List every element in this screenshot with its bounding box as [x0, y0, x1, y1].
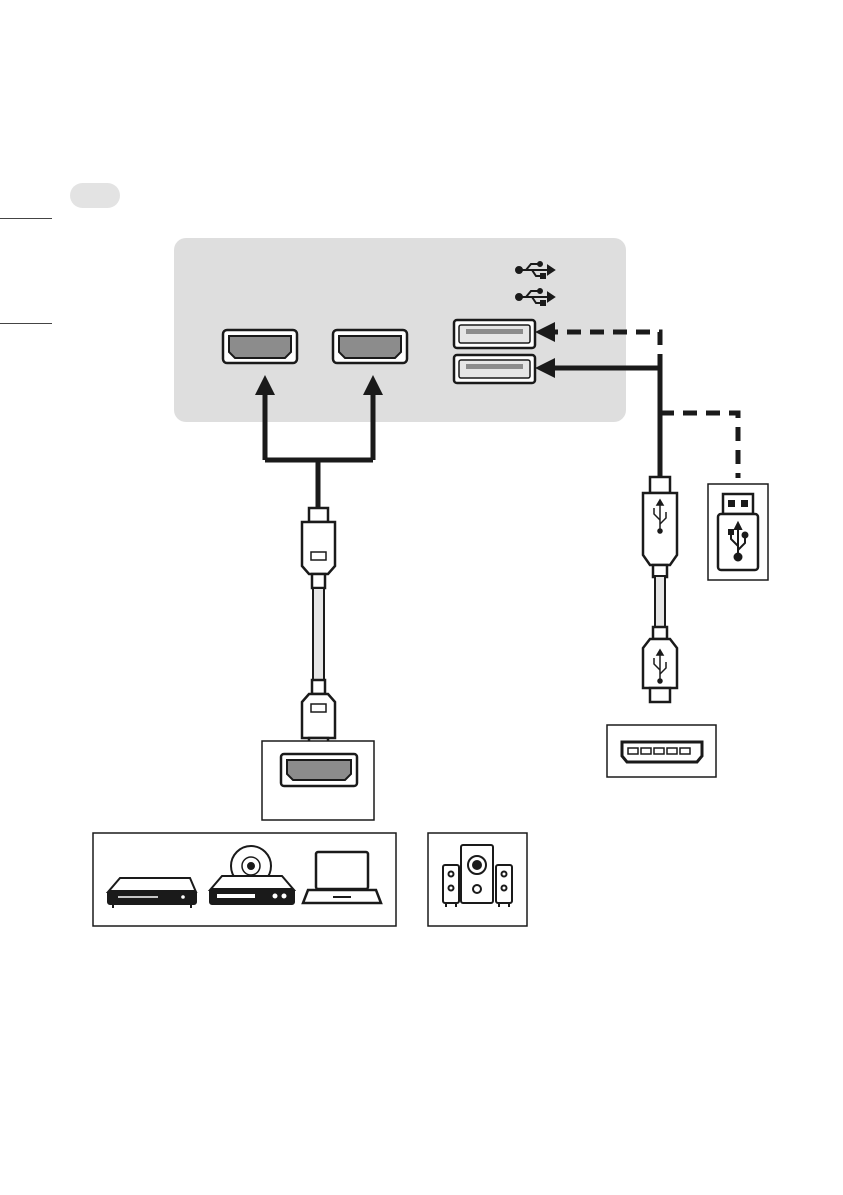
- usb-flash-drive-icon: [718, 494, 758, 570]
- usb-cable: [655, 576, 665, 628]
- hdmi-port-2[interactable]: [333, 330, 407, 363]
- device-hdmi-port-box: [262, 741, 374, 820]
- usb-port-1[interactable]: [454, 320, 535, 348]
- hdmi-cable: [313, 588, 324, 681]
- hdmi-port-1[interactable]: [223, 330, 297, 363]
- hdmi-connector-top: [302, 508, 335, 588]
- usb-port-2[interactable]: [454, 355, 535, 383]
- usb-connector-bottom: [643, 627, 677, 702]
- set-top-box-icon: [108, 878, 196, 908]
- usb-connector-top: [643, 477, 677, 577]
- usb-hub-icon: [607, 725, 716, 777]
